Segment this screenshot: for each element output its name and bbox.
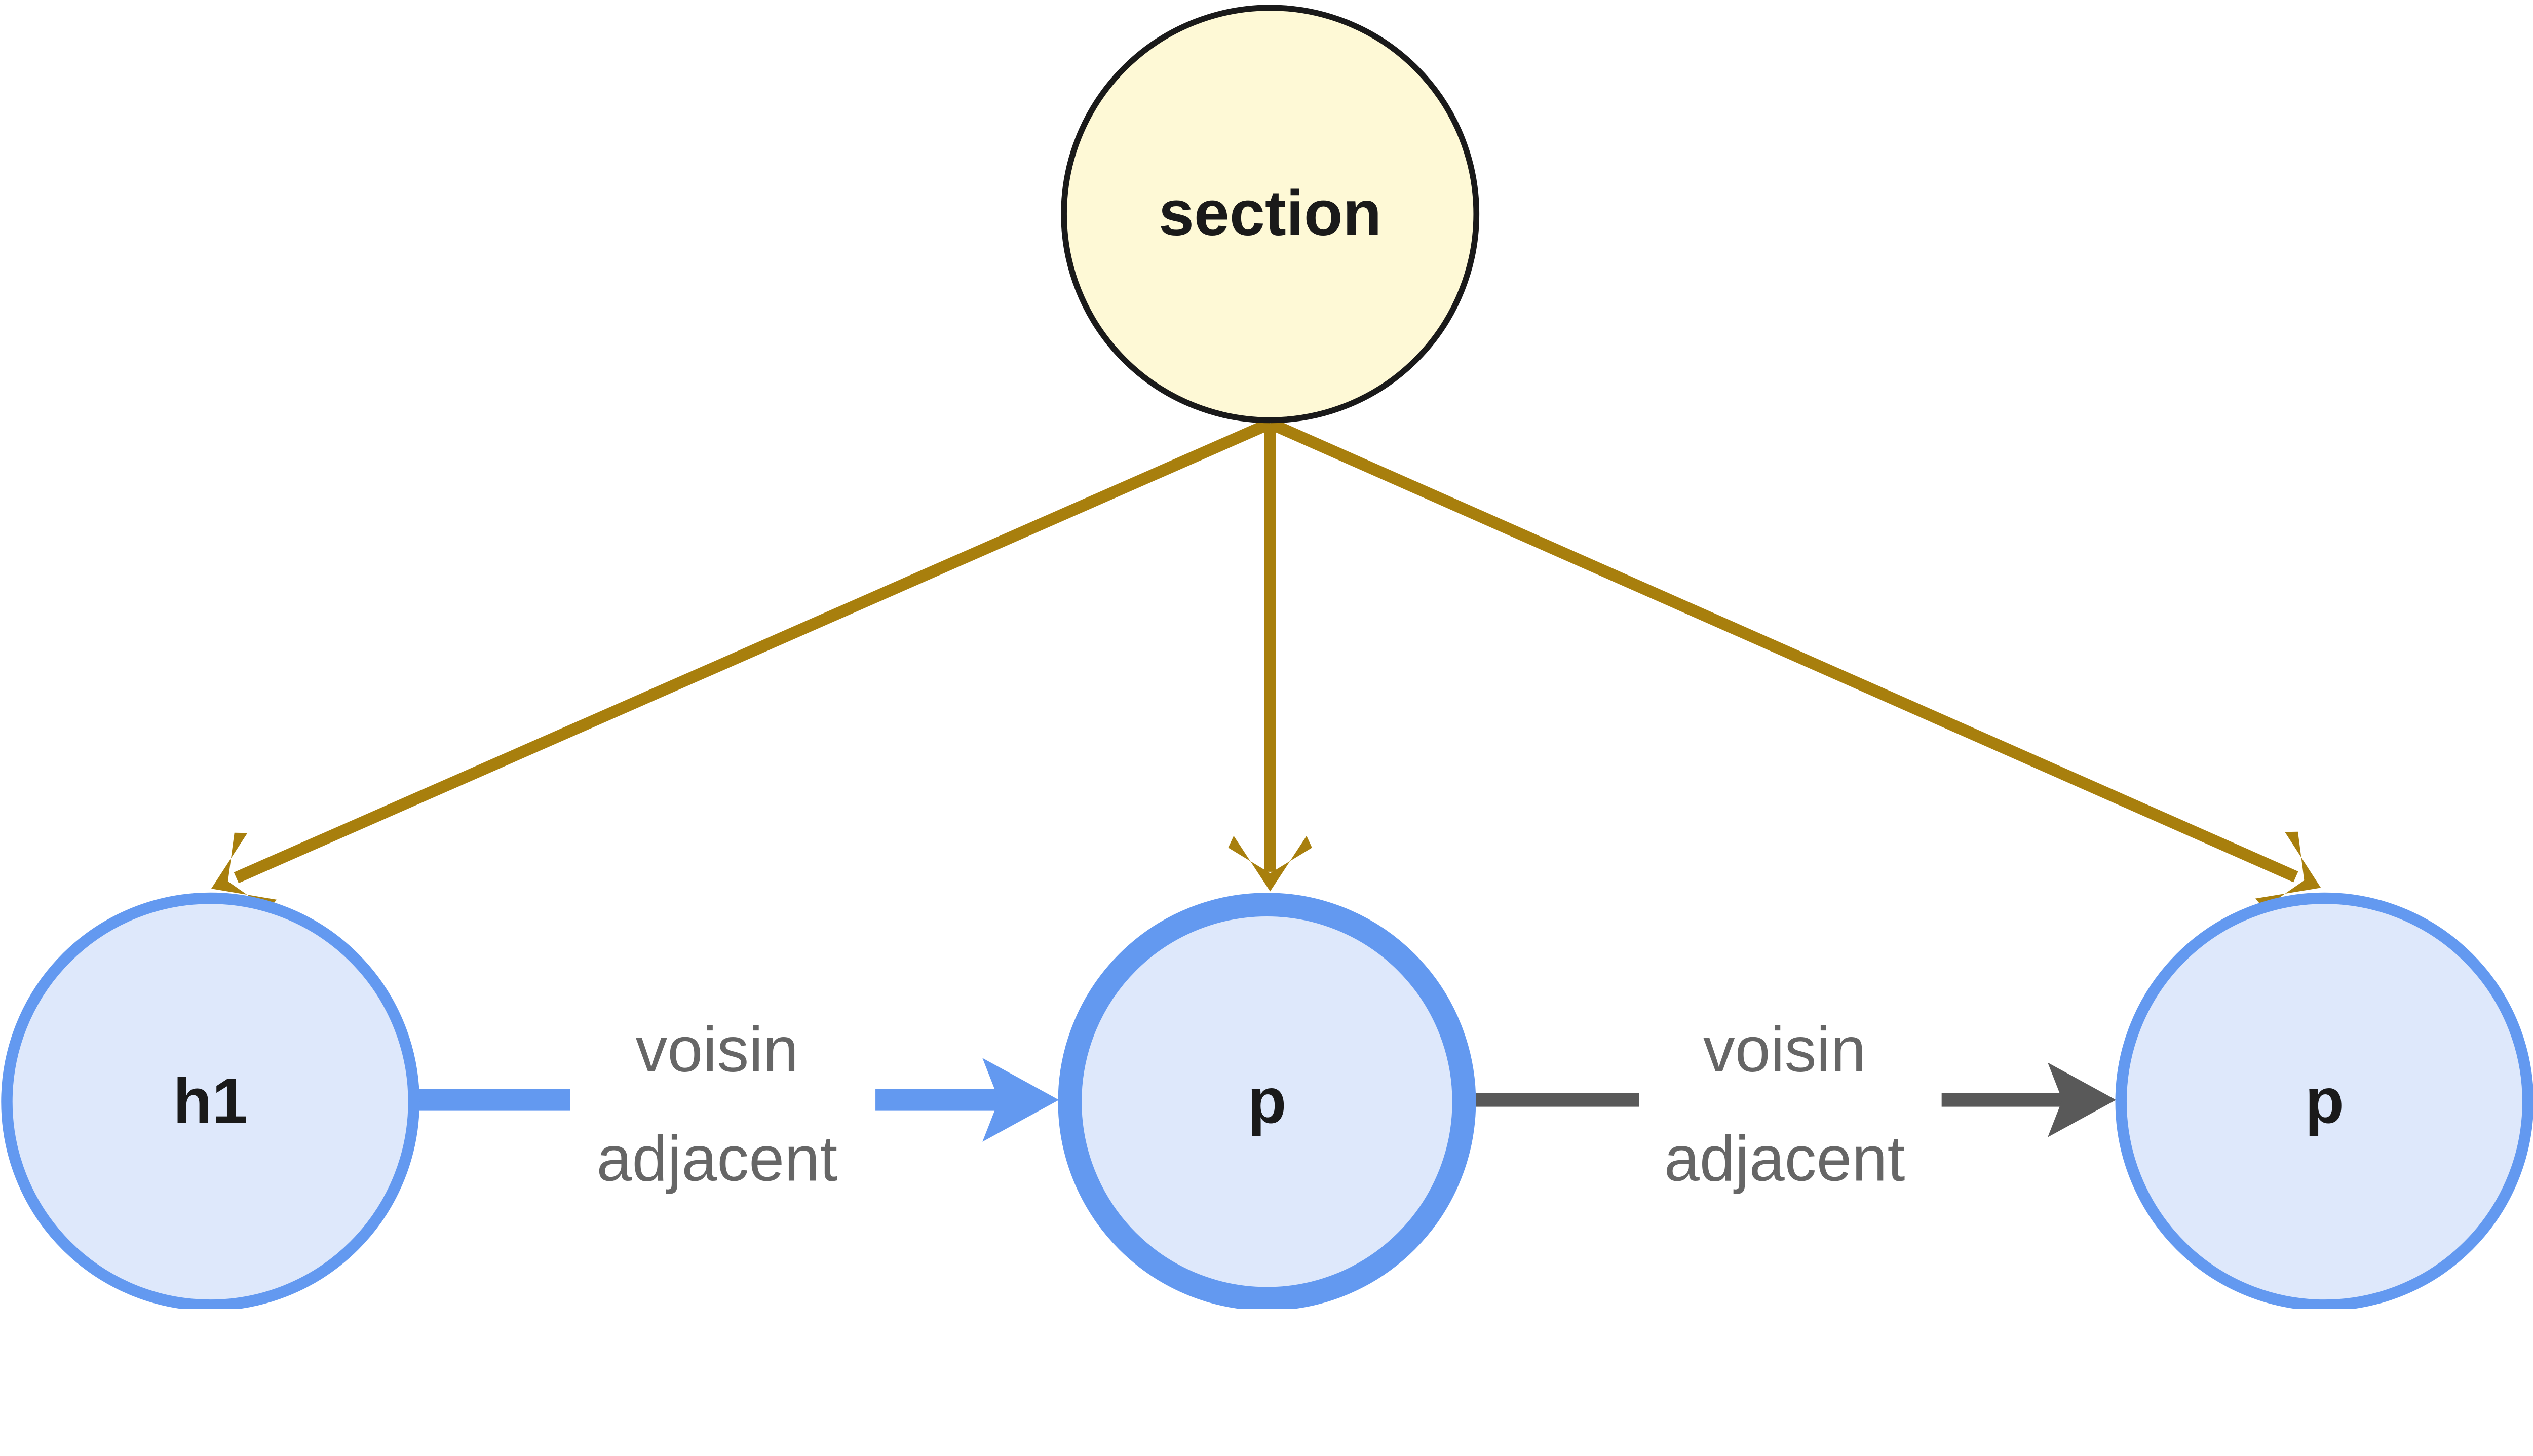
node-p-right: p: [2115, 892, 2533, 1309]
selector-diagram: voisin adjacent voisin adjacent section …: [1, 5, 2533, 1309]
node-section-circle: [1061, 5, 1480, 424]
edge-label-voisin-left: voisin: [636, 1014, 799, 1085]
arrowhead-p-p: [2048, 1062, 2116, 1137]
edge-section-h1-line: [234, 418, 1273, 884]
edge-p-to-p-adjacent: voisin adjacent: [1476, 1014, 2116, 1195]
edge-h1-to-p-adjacent: voisin adjacent: [416, 1014, 1059, 1195]
node-h1: h1: [1, 892, 419, 1309]
node-section-label: section: [1159, 177, 1381, 249]
edge-label-voisin-right: voisin: [1703, 1014, 1866, 1085]
selector-diagram-canvas: voisin adjacent voisin adjacent section …: [1, 5, 2533, 1309]
node-p-middle-label: p: [1247, 1065, 1286, 1136]
arrowhead-section-p-middle: [1228, 835, 1312, 892]
edge-section-p-right-line: [1268, 418, 2298, 883]
node-p-right-circle: [2115, 892, 2533, 1309]
edge-label-adjacent-left: adjacent: [597, 1123, 838, 1195]
node-p-middle-circle: [1058, 893, 1476, 1309]
arrowhead-section-h1: [211, 832, 277, 910]
node-p-middle: p: [1058, 893, 1476, 1309]
edge-section-to-h1: [211, 418, 1273, 910]
arrowhead-h1-p: [982, 1058, 1059, 1142]
edge-section-to-p-middle: [1228, 423, 1312, 892]
node-h1-circle: [1, 892, 419, 1309]
edge-section-to-p-right: [1268, 418, 2321, 908]
node-section: section: [1061, 5, 1480, 424]
node-p-right-label: p: [2305, 1065, 2344, 1136]
arrowhead-section-p-right: [2255, 831, 2321, 908]
node-h1-label: h1: [173, 1065, 248, 1136]
edge-label-adjacent-right: adjacent: [1664, 1123, 1905, 1195]
